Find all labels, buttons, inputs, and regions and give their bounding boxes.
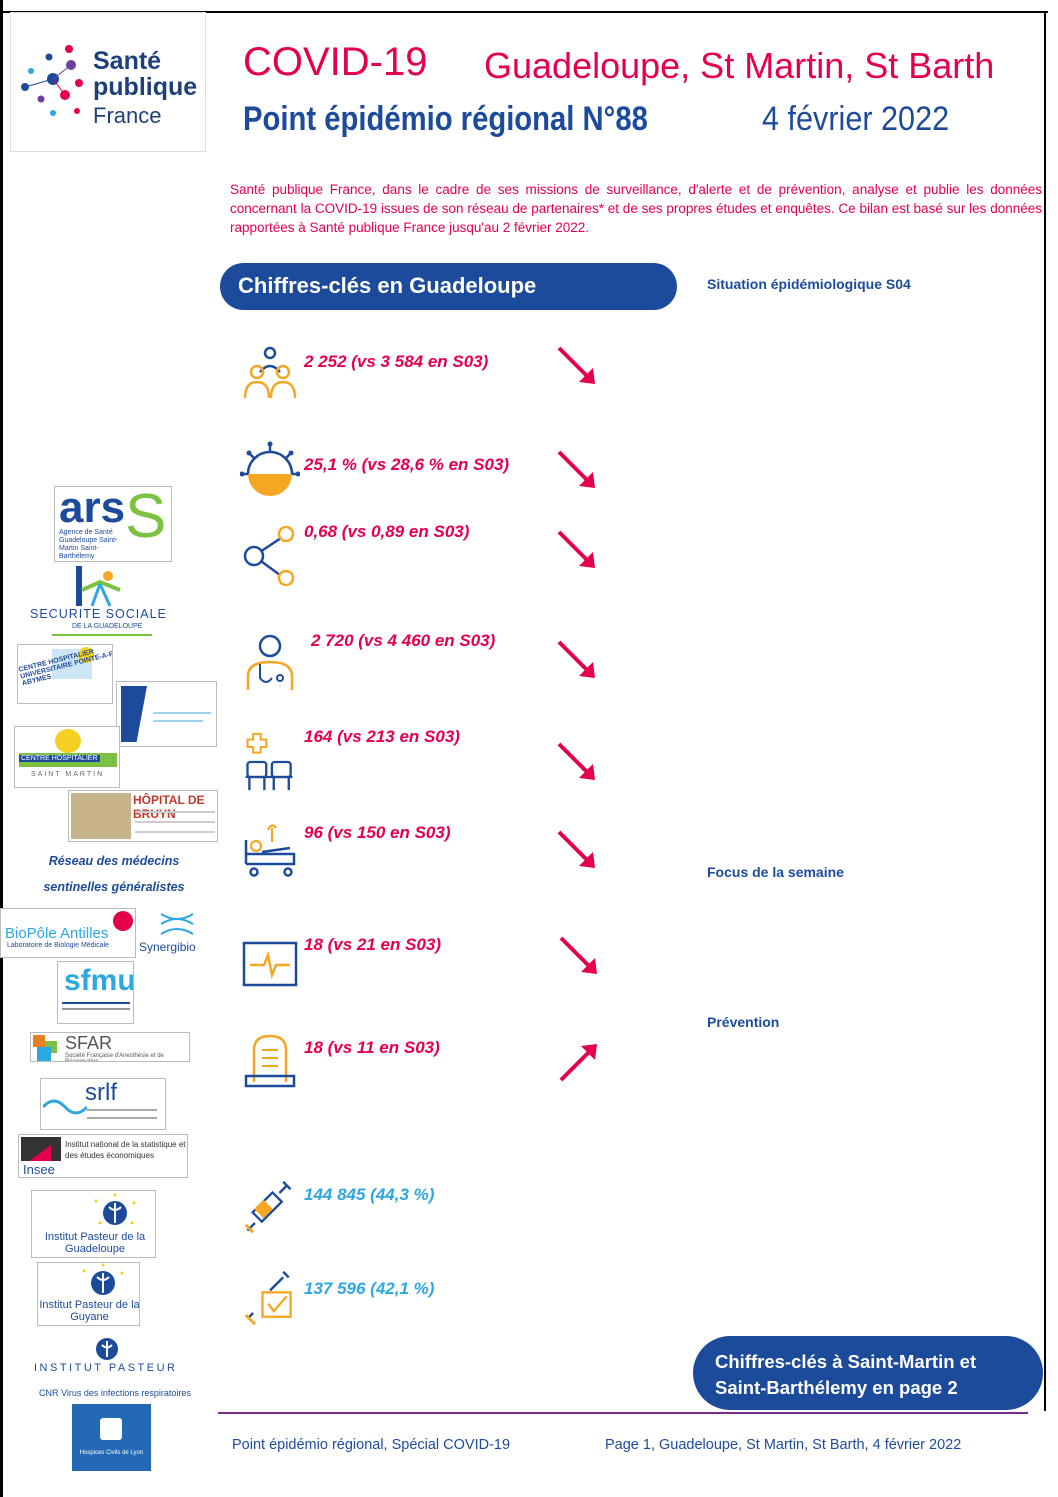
trend-down-arrow-icon: [557, 830, 595, 868]
sm-pill-line1: Chiffres-clés à Saint-Martin et: [715, 1351, 977, 1372]
region-title: Guadeloupe, St Martin, St Barth: [484, 45, 995, 86]
synergibio-logo: Synergibio: [137, 910, 217, 960]
indicator-hospitalisations: 96 (vs 150 en S03): [304, 823, 451, 842]
vaccination-complete: 137 596 (42,1 %): [304, 1279, 435, 1298]
vaccination-first-dose: 144 845 (44,3 %): [304, 1185, 435, 1204]
securite-sociale-logo: SECURITE SOCIALE DE LA GUADELOUPE: [26, 566, 176, 642]
indicator-emergency-visits: 164 (vs 213 en S03): [304, 727, 460, 746]
heart-monitor-icon: [242, 941, 298, 987]
indicator-icu: 18 (vs 21 en S03): [304, 935, 442, 954]
indicator-positivity: 25,1 % (vs 28,6 % en S03): [304, 455, 510, 474]
dna-icon: [160, 913, 194, 935]
pasteur-emblem-icon: [82, 1263, 124, 1295]
ars-logo: ars S Agence de Santé Guadeloupe Saint-M…: [54, 486, 172, 562]
indicator-consultations: 2 720 (vs 4 460 en S03): [311, 631, 496, 650]
biopole-logo: BioPôle Antilles Laboratoire de Biologie…: [0, 908, 136, 958]
sfmu-logo: sfmu: [57, 961, 134, 1024]
syringe-icon: [244, 1180, 292, 1234]
intro-paragraph: Santé publique France, dans le cadre de …: [230, 182, 1042, 235]
hcl-logo: Hospices Civils de Lyon: [72, 1404, 151, 1471]
focus-heading: Focus de la semaine: [707, 864, 844, 880]
footer-left-text: Point épidémio régional, Spécial COVID-1…: [232, 1437, 511, 1453]
saint-martin-page2-link[interactable]: Chiffres-clés à Saint-Martin et Saint-Ba…: [693, 1336, 1043, 1410]
bulletin-number: Point épidémio régional N°88: [243, 100, 648, 138]
trend-down-arrow-icon: [557, 742, 595, 780]
pasteur-guyane-logo: Institut Pasteur de la Guyane: [37, 1262, 140, 1326]
hospital-bed-icon: [244, 824, 296, 877]
trend-down-arrow-icon: [557, 346, 595, 384]
indicator-reproduction: 0,68 (vs 0,89 en S03): [304, 522, 470, 541]
trend-down-arrow-icon: [557, 530, 595, 568]
ch-saint-martin-logo: CENTRE HOSPITALIER SAINT MARTIN: [14, 726, 120, 788]
pasteur-emblem-icon: [94, 1193, 136, 1225]
pasteur-guadeloupe-logo: Institut Pasteur de la Guadeloupe: [31, 1190, 156, 1258]
situation-heading: Situation épidémiologique S04: [707, 276, 911, 292]
wave-icon: [43, 1099, 87, 1115]
trend-down-arrow-icon: [557, 640, 595, 678]
hopital-bruyn-logo: HÔPITAL DE BRUYN: [68, 790, 218, 842]
trend-down-arrow-icon: [557, 450, 595, 488]
footer-divider: [218, 1412, 1028, 1414]
bulletin-date: 4 février 2022: [762, 100, 950, 138]
chu-logo: CENTRE HOSPITALIER UNIVERSITAIRE POINTE-…: [17, 644, 113, 704]
logo-line3: France: [93, 103, 162, 128]
srlf-logo: srlf: [40, 1078, 166, 1130]
indicator-deaths: 18 (vs 11 en S03): [304, 1038, 440, 1057]
logo-dots-icon: [21, 45, 83, 116]
waiting-room-icon: [245, 732, 293, 791]
person-logo-icon: [76, 566, 121, 607]
logo-line1: Santé: [93, 47, 162, 75]
chbt-logo: [116, 681, 217, 747]
share-network-icon: [243, 526, 295, 586]
syringe-check-icon: [244, 1270, 292, 1326]
tombstone-icon: [244, 1034, 296, 1088]
people-group-icon: [243, 346, 297, 399]
virus-icon: [240, 441, 300, 496]
footer-right-text: Page 1, Guadeloupe, St Martin, St Barth,…: [605, 1437, 962, 1453]
cnr-text: CNR Virus des infections respiratoires: [39, 1388, 191, 1398]
doctor-icon: [246, 634, 294, 690]
trend-up-arrow-icon: [559, 1044, 597, 1082]
pasteur-emblem-icon: [96, 1338, 118, 1360]
trend-down-arrow-icon: [559, 936, 597, 974]
prevention-heading: Prévention: [707, 1014, 780, 1030]
institut-pasteur-text: INSTITUT PASTEUR: [34, 1362, 178, 1374]
sfar-logo: SFAR Société Française d'Anesthésie et d…: [30, 1032, 190, 1062]
sm-pill-line2: Saint-Barthélemy en page 2: [715, 1377, 958, 1398]
page-title: COVID-19: [243, 40, 428, 84]
key-figures-title: Chiffres-clés en Guadeloupe: [220, 263, 677, 310]
logo-line2: publique: [93, 73, 198, 101]
indicator-cases: 2 252 (vs 3 584 en S03): [304, 352, 489, 371]
sante-publique-france-logo: Santé publique France: [10, 12, 206, 152]
reseau-sentinelles-text: Réseau des médecins sentinelles générali…: [43, 854, 185, 894]
insee-logo: Insee Institut national de la statistiqu…: [18, 1134, 188, 1178]
